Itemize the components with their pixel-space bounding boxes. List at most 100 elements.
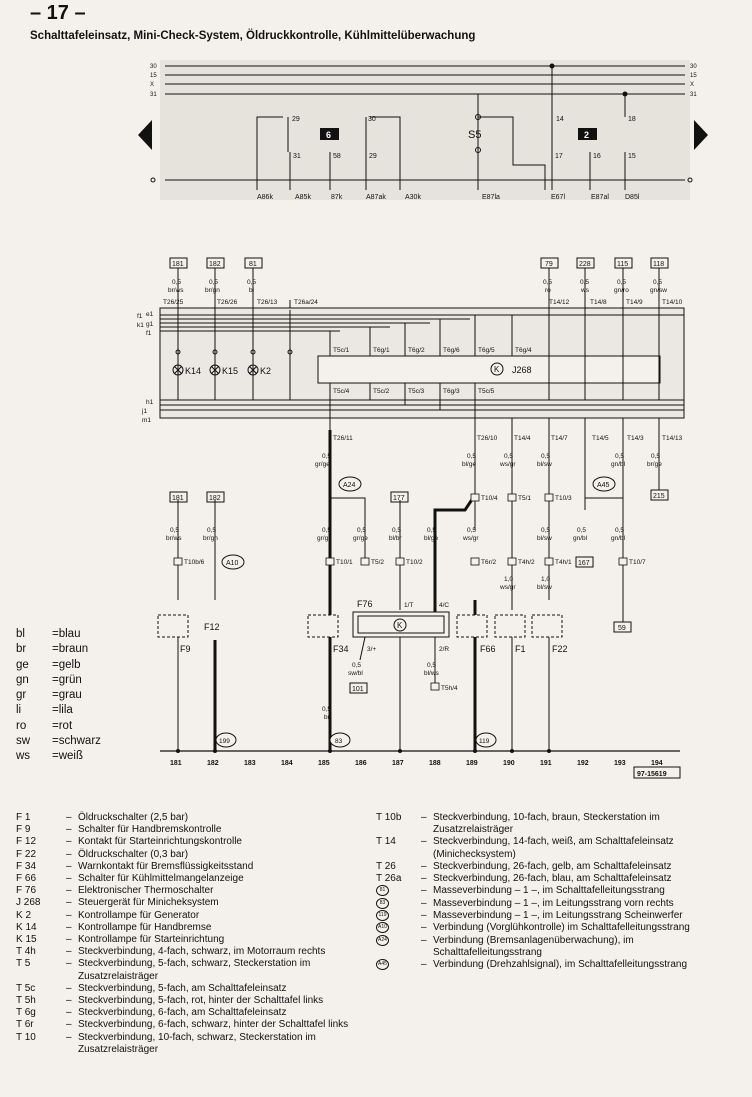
wire-size: 0,5 (467, 453, 476, 460)
pin-label: T26/25 (163, 299, 184, 306)
legend-row: T 26–Steckverbindung, 26-fach, gelb, am … (376, 861, 706, 873)
pin-label: T6g/6 (443, 347, 460, 354)
ref-number: 181 (172, 261, 184, 268)
column-number: 194 (651, 760, 663, 767)
abbr-value: rot (58, 719, 73, 732)
column-number: 185 (318, 760, 330, 767)
abbr-row: ws=weiß (16, 749, 149, 764)
pin-label: T14/13 (662, 435, 683, 442)
wire-size: 0,5 (170, 527, 179, 534)
legend-symbol: A45 (376, 959, 389, 970)
wire-size: 1,0 (504, 576, 513, 583)
ref-box (390, 491, 409, 503)
legend-code: 119 (376, 909, 421, 922)
wire-color: gn/bl (611, 461, 626, 468)
legend-row: A45–Verbindung (Drehzahlsignal), im Scha… (376, 959, 706, 971)
next-page-arrow-icon[interactable] (694, 120, 708, 150)
pin-label: T10b/6 (184, 559, 205, 566)
legend-text: Steckverbindung, 26-fach, blau, am Schal… (433, 873, 672, 885)
wire-size: 0,5 (577, 527, 586, 534)
ref-number: 215 (653, 493, 665, 500)
abbr-row: ro=rot (16, 719, 149, 734)
column-number: 190 (503, 760, 515, 767)
legend-row: T 10–Steckverbindung, 10-fach, schwarz, … (16, 1032, 352, 1056)
legend-code: T 6r (16, 1019, 34, 1031)
legend-row: F 9–Schalter für Handbremskontrolle (16, 824, 352, 836)
legend-code: K 2 (16, 909, 32, 921)
legend-text: Masseverbindung – 1 –, im Leitungsstrang… (433, 909, 683, 921)
pin-label: T5c/4 (333, 388, 350, 395)
wire-size: 0,5 (247, 279, 256, 286)
pin-label: 14 (556, 116, 564, 123)
column-number: 188 (429, 760, 441, 767)
wire-size: 0,5 (322, 527, 331, 534)
abbr-value: weiß (58, 750, 83, 763)
pin-label: T6g/4 (515, 347, 532, 354)
ref-box (575, 556, 594, 568)
bus-label: 31 (150, 92, 157, 98)
legend-symbol: 119 (376, 909, 389, 921)
bus-label: 31 (690, 92, 697, 98)
wire-color: bl/sw (537, 584, 552, 591)
bus-label: X (150, 82, 154, 88)
wire-color: ro (545, 287, 551, 294)
relay-number: 6 (326, 130, 331, 140)
legend-text: Elektronischer Thermoschalter (78, 885, 214, 897)
ref-number: 118 (653, 261, 664, 268)
wire-size: 0,5 (615, 527, 624, 534)
abbr-value: blau (58, 628, 81, 640)
connector-label: A87ak (366, 194, 386, 201)
side-label: k1 (137, 322, 144, 329)
connector-label: E67l (551, 194, 565, 201)
bus-label: 15 (690, 73, 697, 79)
pin-label: T10/2 (406, 559, 423, 566)
legend-text: Steckverbindung, 5-fach, rot, hinter der… (78, 995, 324, 1007)
column-number: 186 (355, 760, 367, 767)
pin-label: T14/8 (590, 299, 607, 306)
lamp-icon (209, 364, 221, 376)
legend-text: Steuergerät für Minicheksystem (78, 897, 219, 909)
abbr-key: ge (16, 658, 29, 671)
ground-label: 199 (219, 738, 230, 745)
abbr-row: bl=blau (16, 627, 149, 642)
component-label: F76 (357, 599, 373, 609)
pin-label: T26/11 (333, 435, 353, 442)
legend-text: Steckverbindung, 6-fach, am Schalttafele… (78, 1007, 287, 1019)
legend-row: A24–Verbindung (Bremsanlagenüberwachung)… (376, 934, 706, 959)
wire-size: 0,5 (615, 453, 624, 460)
switch-label: S5 (468, 129, 481, 141)
pin-label: T5c/3 (408, 388, 425, 395)
lamp-icon (247, 364, 259, 376)
legend-right: T 10b–Steckverbindung, 10-fach, braun, S… (376, 812, 706, 971)
pin-label: T6r/2 (481, 559, 497, 566)
wire-size: 0,5 (207, 527, 216, 534)
ref-number: 115 (617, 261, 628, 268)
pin-label: 16 (593, 153, 601, 160)
switch-f9 (157, 614, 189, 638)
pin-label: T10/3 (555, 495, 572, 502)
wire-size: 0,5 (651, 453, 660, 460)
legend-text: Verbindung (Drehzahlsignal), im Schaltta… (433, 959, 688, 970)
ref-number: 59 (618, 625, 626, 632)
prev-page-arrow-icon[interactable] (138, 120, 152, 150)
pin-label: 31 (293, 153, 301, 160)
wire-color: gn/bl (611, 535, 626, 542)
wire-size: 0,5 (392, 527, 401, 534)
abbr-value: grau (58, 689, 82, 702)
relay-box (578, 128, 597, 140)
ground-ref-199 (215, 732, 237, 748)
wiring-diagram: 30 15 X 31 30 15 X 31 6 2 S5 29 30 14 18… (137, 60, 708, 779)
wire-color: gr/ge (317, 535, 332, 542)
bus-label: 30 (690, 64, 697, 70)
abbr-key: ws (16, 750, 31, 763)
doc-id: 97-15619 (637, 771, 667, 778)
legend-row: T 14–Steckverbindung, 14-fach, weiß, am … (376, 836, 706, 860)
wire-color: sw/bl (348, 670, 363, 677)
bus-label: 30 (150, 64, 157, 70)
page-title: Schalttafeleinsatz, Mini-Check-System, Ö… (30, 30, 476, 42)
legend-code: 81 (376, 885, 421, 897)
ground-ref-83 (329, 732, 351, 748)
abbr-value: gelb (58, 658, 81, 671)
connector-label: A30k (405, 194, 421, 201)
abbr-key: ro (16, 719, 27, 732)
